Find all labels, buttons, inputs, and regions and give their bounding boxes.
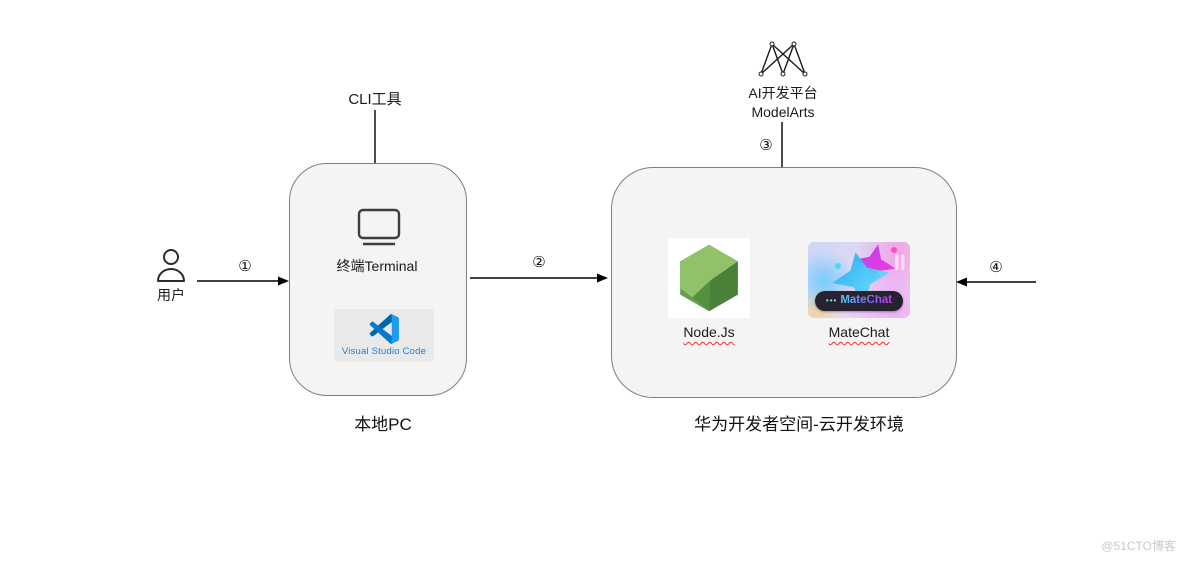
- modelarts-label: AI开发平台 ModelArts: [723, 84, 843, 122]
- step-2-number: ②: [532, 254, 546, 271]
- user-label: 用户: [157, 287, 185, 303]
- modelarts-icon: [758, 41, 808, 77]
- nodejs-icon: [680, 244, 738, 312]
- terminal-monitor-icon: [357, 208, 401, 246]
- step-3-number: ③: [759, 137, 773, 154]
- vscode-icon: [369, 314, 399, 344]
- matechat-label: MateChat: [798, 324, 920, 340]
- nodejs-label: Node.Js: [668, 324, 750, 340]
- nodejs-label-text: Node.Js: [683, 324, 735, 340]
- vscode-label: Visual Studio Code: [341, 346, 427, 357]
- terminal-label: 终端Terminal: [336, 258, 418, 274]
- matechat-badge: ••• MateChat: [815, 291, 903, 311]
- cli-tool-label: CLI工具: [348, 91, 402, 108]
- local-pc-title: 本地PC: [354, 415, 412, 434]
- modelarts-label-line1: AI开发平台: [748, 85, 818, 101]
- matechat-badge-text: MateChat: [840, 294, 893, 307]
- arrow-step2: [470, 273, 608, 283]
- person-icon: [157, 249, 185, 282]
- arrow-step1: [197, 276, 289, 286]
- arrow-step4: [956, 277, 1036, 287]
- matechat-tile: ••• MateChat: [808, 242, 910, 318]
- matechat-label-text: MateChat: [828, 324, 890, 340]
- step-1-number: ①: [238, 258, 252, 275]
- step-4-number: ④: [989, 259, 1003, 276]
- cloud-env-title: 华为开发者空间-云开发环境: [694, 415, 904, 434]
- vscode-tile: Visual Studio Code: [334, 309, 434, 362]
- watermark: @51CTO博客: [1101, 539, 1176, 553]
- matechat-badge-dots: •••: [825, 296, 838, 305]
- modelarts-label-line2: ModelArts: [751, 104, 815, 120]
- nodejs-tile: [668, 238, 750, 318]
